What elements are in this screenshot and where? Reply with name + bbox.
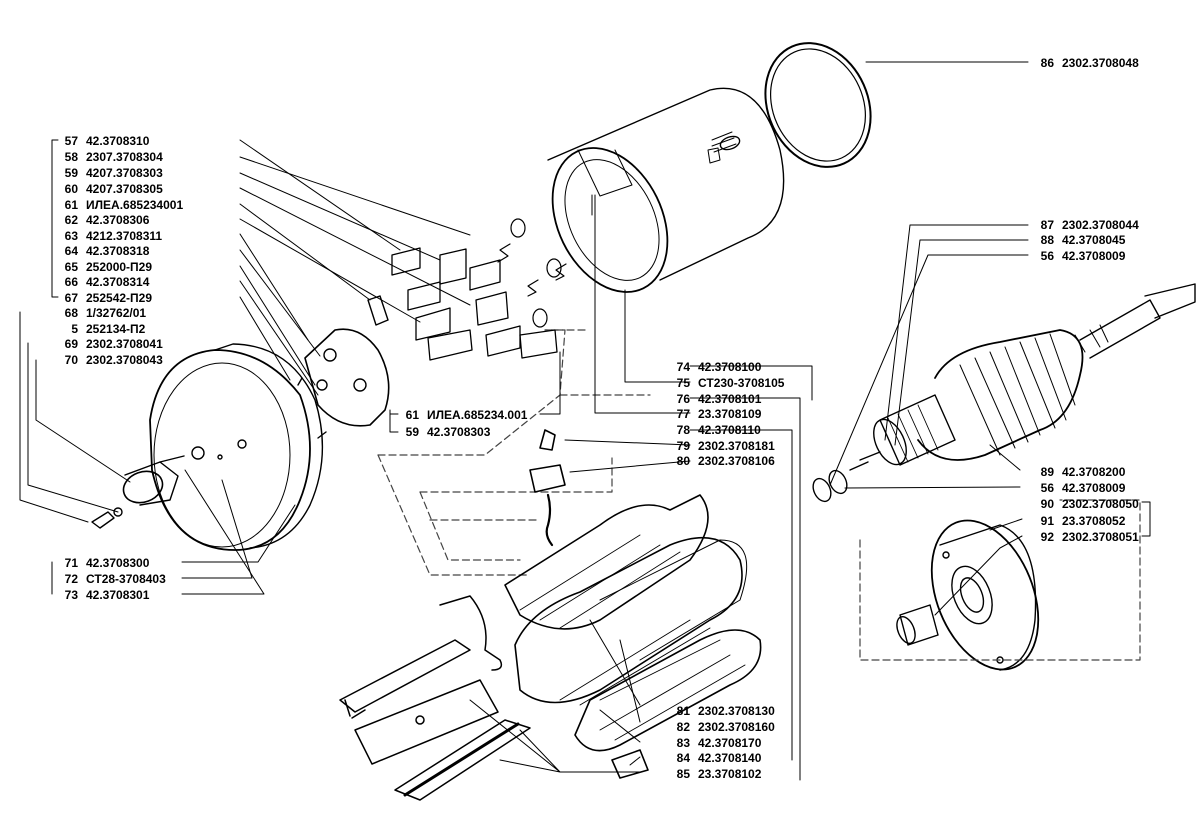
callout-part-code-89: 42.3708200 <box>1062 465 1126 479</box>
callout-number-69: 69 <box>64 337 78 351</box>
callout-part-code-71: 42.3708300 <box>86 556 150 570</box>
callout-number-77: 77 <box>676 407 690 421</box>
callout-part-code-84: 42.3708140 <box>698 751 762 765</box>
callout-number-57: 57 <box>64 134 78 148</box>
callout-part-code-57: 42.3708310 <box>86 134 150 148</box>
callout-part-code-92: 2302.3708051 <box>1062 530 1139 544</box>
callout-number-56: 56 <box>1040 249 1054 263</box>
callout-part-code-82: 2302.3708160 <box>698 720 775 734</box>
callout-number-56: 56 <box>1040 481 1054 495</box>
callout-number-82: 82 <box>676 720 690 734</box>
callout-part-code-62: 42.3708306 <box>86 213 150 227</box>
callout-number-60: 60 <box>64 182 78 196</box>
pole-shoes-85 <box>339 639 531 801</box>
callout-part-code-59: 4207.3708303 <box>86 166 163 180</box>
callout-part-code-72: СТ28-3708403 <box>86 572 166 586</box>
callout-number-84: 84 <box>676 751 690 765</box>
callout-number-92: 92 <box>1040 530 1054 544</box>
callout-number-58: 58 <box>64 150 78 164</box>
callout-number-75: 75 <box>676 376 690 390</box>
drive-end-cover-90 <box>896 519 1040 671</box>
callout-number-91: 91 <box>1040 514 1054 528</box>
callout-part-code-56: 42.3708009 <box>1062 249 1126 263</box>
armature-89 <box>849 283 1196 471</box>
callout-part-code-56: 42.3708009 <box>1062 481 1126 495</box>
callout-number-59: 59 <box>64 166 78 180</box>
callout-part-code-63: 4212.3708311 <box>86 229 163 243</box>
callout-part-code-85: 23.3708102 <box>698 767 762 781</box>
callout-number-5: 5 <box>71 322 78 336</box>
callout-part-code-75: СТ230-3708105 <box>698 376 785 390</box>
callout-number-61: 61 <box>64 198 78 212</box>
callout-part-code-67: 252542-П29 <box>86 291 153 305</box>
callout-part-code-74: 42.3708100 <box>698 360 762 374</box>
leader-lines <box>19 61 1151 781</box>
callout-number-61: 61 <box>405 408 419 422</box>
callout-part-code-61: ИЛЕА.685234.001 <box>427 408 528 422</box>
stator-guide-frame <box>377 329 651 576</box>
callout-part-code-79: 2302.3708181 <box>698 439 775 453</box>
brush-holders-57 <box>391 247 558 361</box>
callout-number-68: 68 <box>64 306 78 320</box>
callout-part-code-65: 252000-П29 <box>86 260 153 274</box>
callout-part-code-69: 2302.3708041 <box>86 337 163 351</box>
housing-cylinder-74 <box>547 87 785 293</box>
callout-number-73: 73 <box>64 588 78 602</box>
callout-part-code-64: 42.3708318 <box>86 244 150 258</box>
callout-number-85: 85 <box>676 767 690 781</box>
callout-number-79: 79 <box>676 439 690 453</box>
callout-number-87: 87 <box>1040 218 1054 232</box>
callout-number-74: 74 <box>676 360 690 374</box>
callout-number-83: 83 <box>676 736 690 750</box>
callout-number-62: 62 <box>64 213 78 227</box>
callout-part-code-88: 42.3708045 <box>1062 233 1126 247</box>
callout-number-70: 70 <box>64 353 78 367</box>
o-ring-86 <box>764 42 872 168</box>
callout-part-code-60: 4207.3708305 <box>86 182 163 196</box>
brush-springs <box>497 218 567 328</box>
callout-number-88: 88 <box>1040 233 1054 247</box>
callout-number-78: 78 <box>676 423 690 437</box>
callout-number-81: 81 <box>676 704 690 718</box>
callout-number-65: 65 <box>64 260 78 274</box>
callout-part-code-81: 2302.3708130 <box>698 704 775 718</box>
callout-part-code-76: 42.3708101 <box>698 392 762 406</box>
callout-part-code-77: 23.3708109 <box>698 407 762 421</box>
callout-part-code-83: 42.3708170 <box>698 736 762 750</box>
callout-part-code-78: 42.3708110 <box>698 423 761 437</box>
callout-number-67: 67 <box>64 291 78 305</box>
end-cover-71 <box>149 343 324 551</box>
bushing-69 <box>91 455 185 529</box>
callout-number-66: 66 <box>64 275 78 289</box>
callout-number-80: 80 <box>676 454 690 468</box>
callout-number-59: 59 <box>405 425 419 439</box>
callout-part-code-5: 252134-П2 <box>86 322 146 336</box>
callout-part-code-87: 2302.3708044 <box>1062 218 1139 232</box>
brush-plate-62 <box>297 295 390 439</box>
callout-part-code-59: 42.3708303 <box>427 425 491 439</box>
callout-number-63: 63 <box>64 229 78 243</box>
callout-number-72: 72 <box>64 572 78 586</box>
callout-part-code-80: 2302.3708106 <box>698 454 775 468</box>
callout-part-code-68: 1/32762/01 <box>86 306 147 320</box>
callout-number-89: 89 <box>1040 465 1054 479</box>
callout-part-code-66: 42.3708314 <box>86 275 150 289</box>
callout-part-code-58: 2307.3708304 <box>86 150 163 164</box>
callout-part-code-70: 2302.3708043 <box>86 353 163 367</box>
callout-number-64: 64 <box>64 244 78 258</box>
callout-number-86: 86 <box>1040 56 1054 70</box>
callout-number-71: 71 <box>64 556 78 570</box>
callout-part-code-91: 23.3708052 <box>1062 514 1126 528</box>
callout-part-code-86: 2302.3708048 <box>1062 56 1139 70</box>
drive-end-dashed-frame <box>859 499 1141 661</box>
callout-part-code-61: ИЛЕА.685234001 <box>86 198 184 212</box>
callout-number-90: 90 <box>1040 497 1054 511</box>
callout-part-code-73: 42.3708301 <box>86 588 150 602</box>
callout-part-code-90: 2302.3708050 <box>1062 497 1139 511</box>
callout-number-76: 76 <box>676 392 690 406</box>
washers-56 <box>812 469 848 503</box>
